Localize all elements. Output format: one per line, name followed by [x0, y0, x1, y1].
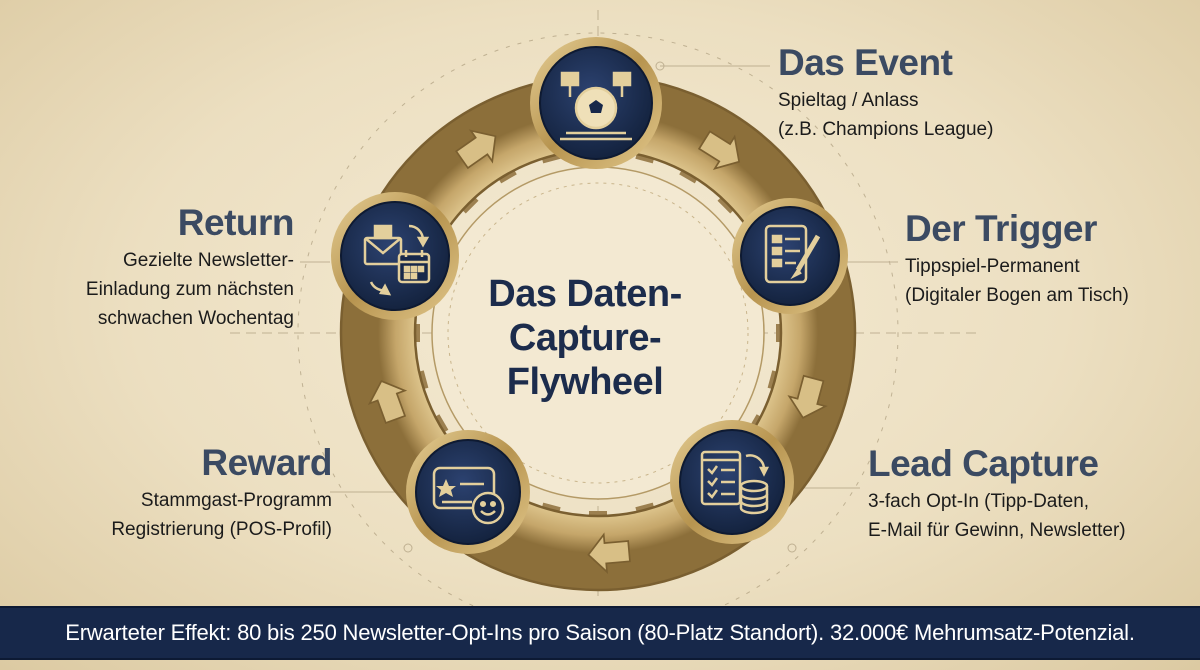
node-event [530, 37, 662, 169]
stage-desc-return-3: schwachen Wochentag [97, 308, 294, 329]
stage-title-event: Das Event [778, 42, 953, 83]
stage-desc-lead-capture-1: 3-fach Opt-In (Tipp-Daten, [868, 491, 1090, 512]
clockwise-arrow-icon [787, 374, 828, 419]
stage-title-lead-capture: Lead Capture [868, 443, 1099, 484]
stage-desc-return-1: Gezielte Newsletter- [122, 250, 294, 271]
stage-title-trigger: Der Trigger [905, 208, 1097, 249]
clockwise-arrow-icon [697, 130, 741, 170]
flywheel-title-line-2: Capture- [508, 317, 662, 359]
effect-banner: Erwarteter Effekt: 80 bis 250 Newsletter… [0, 606, 1200, 660]
stage-desc-reward-1: Stammgast-Programm [140, 490, 332, 511]
node-trigger [732, 198, 848, 314]
node-reward [406, 430, 530, 554]
stage-desc-trigger-2: (Digitaler Bogen am Tisch) [905, 285, 1129, 306]
stage-title-return: Return [177, 202, 295, 243]
effect-banner-text: Erwarteter Effekt: 80 bis 250 Newsletter… [65, 620, 1135, 645]
flywheel-title-line-3: Flywheel [506, 361, 664, 403]
clockwise-arrow-icon [367, 379, 408, 424]
stage-label-event: Das Event Spieltag / Anlass (z.B. Champi… [778, 42, 993, 142]
flywheel-title: Das Daten- Capture- Flywheel [470, 272, 700, 404]
clockwise-arrow-icon [587, 532, 631, 574]
node-return [331, 192, 459, 320]
stage-desc-reward-2: Registrierung (POS-Profil) [111, 519, 332, 540]
checklist-database-icon [700, 450, 770, 515]
tablet-form-pen-icon [764, 224, 821, 284]
stage-desc-trigger-1: Tippspiel-Permanent [905, 256, 1080, 277]
clockwise-arrow-icon [455, 129, 497, 170]
loyalty-card-smile-icon [432, 466, 505, 525]
mail-calendar-cycle-icon [363, 224, 431, 296]
stage-label-lead-capture: Lead Capture 3-fach Opt-In (Tipp-Daten, … [868, 443, 1126, 543]
stage-title-reward: Reward [201, 442, 332, 483]
stage-desc-lead-capture-2: E-Mail für Gewinn, Newsletter) [868, 520, 1126, 541]
soccer-stadium-icon [560, 71, 632, 141]
stage-label-trigger: Der Trigger Tippspiel-Permanent (Digital… [905, 208, 1129, 308]
stage-desc-event-1: Spieltag / Anlass [778, 90, 919, 111]
stage-desc-return-2: Einladung zum nächsten [85, 279, 294, 300]
node-lead-capture [670, 420, 794, 544]
stage-desc-event-2: (z.B. Champions League) [778, 119, 994, 140]
flywheel-title-line-1: Das Daten- [488, 273, 682, 315]
stage-label-return: Return Gezielte Newsletter- Einladung zu… [40, 202, 295, 331]
stage-label-reward: Reward Stammgast-Programm Registrierung … [100, 442, 332, 542]
